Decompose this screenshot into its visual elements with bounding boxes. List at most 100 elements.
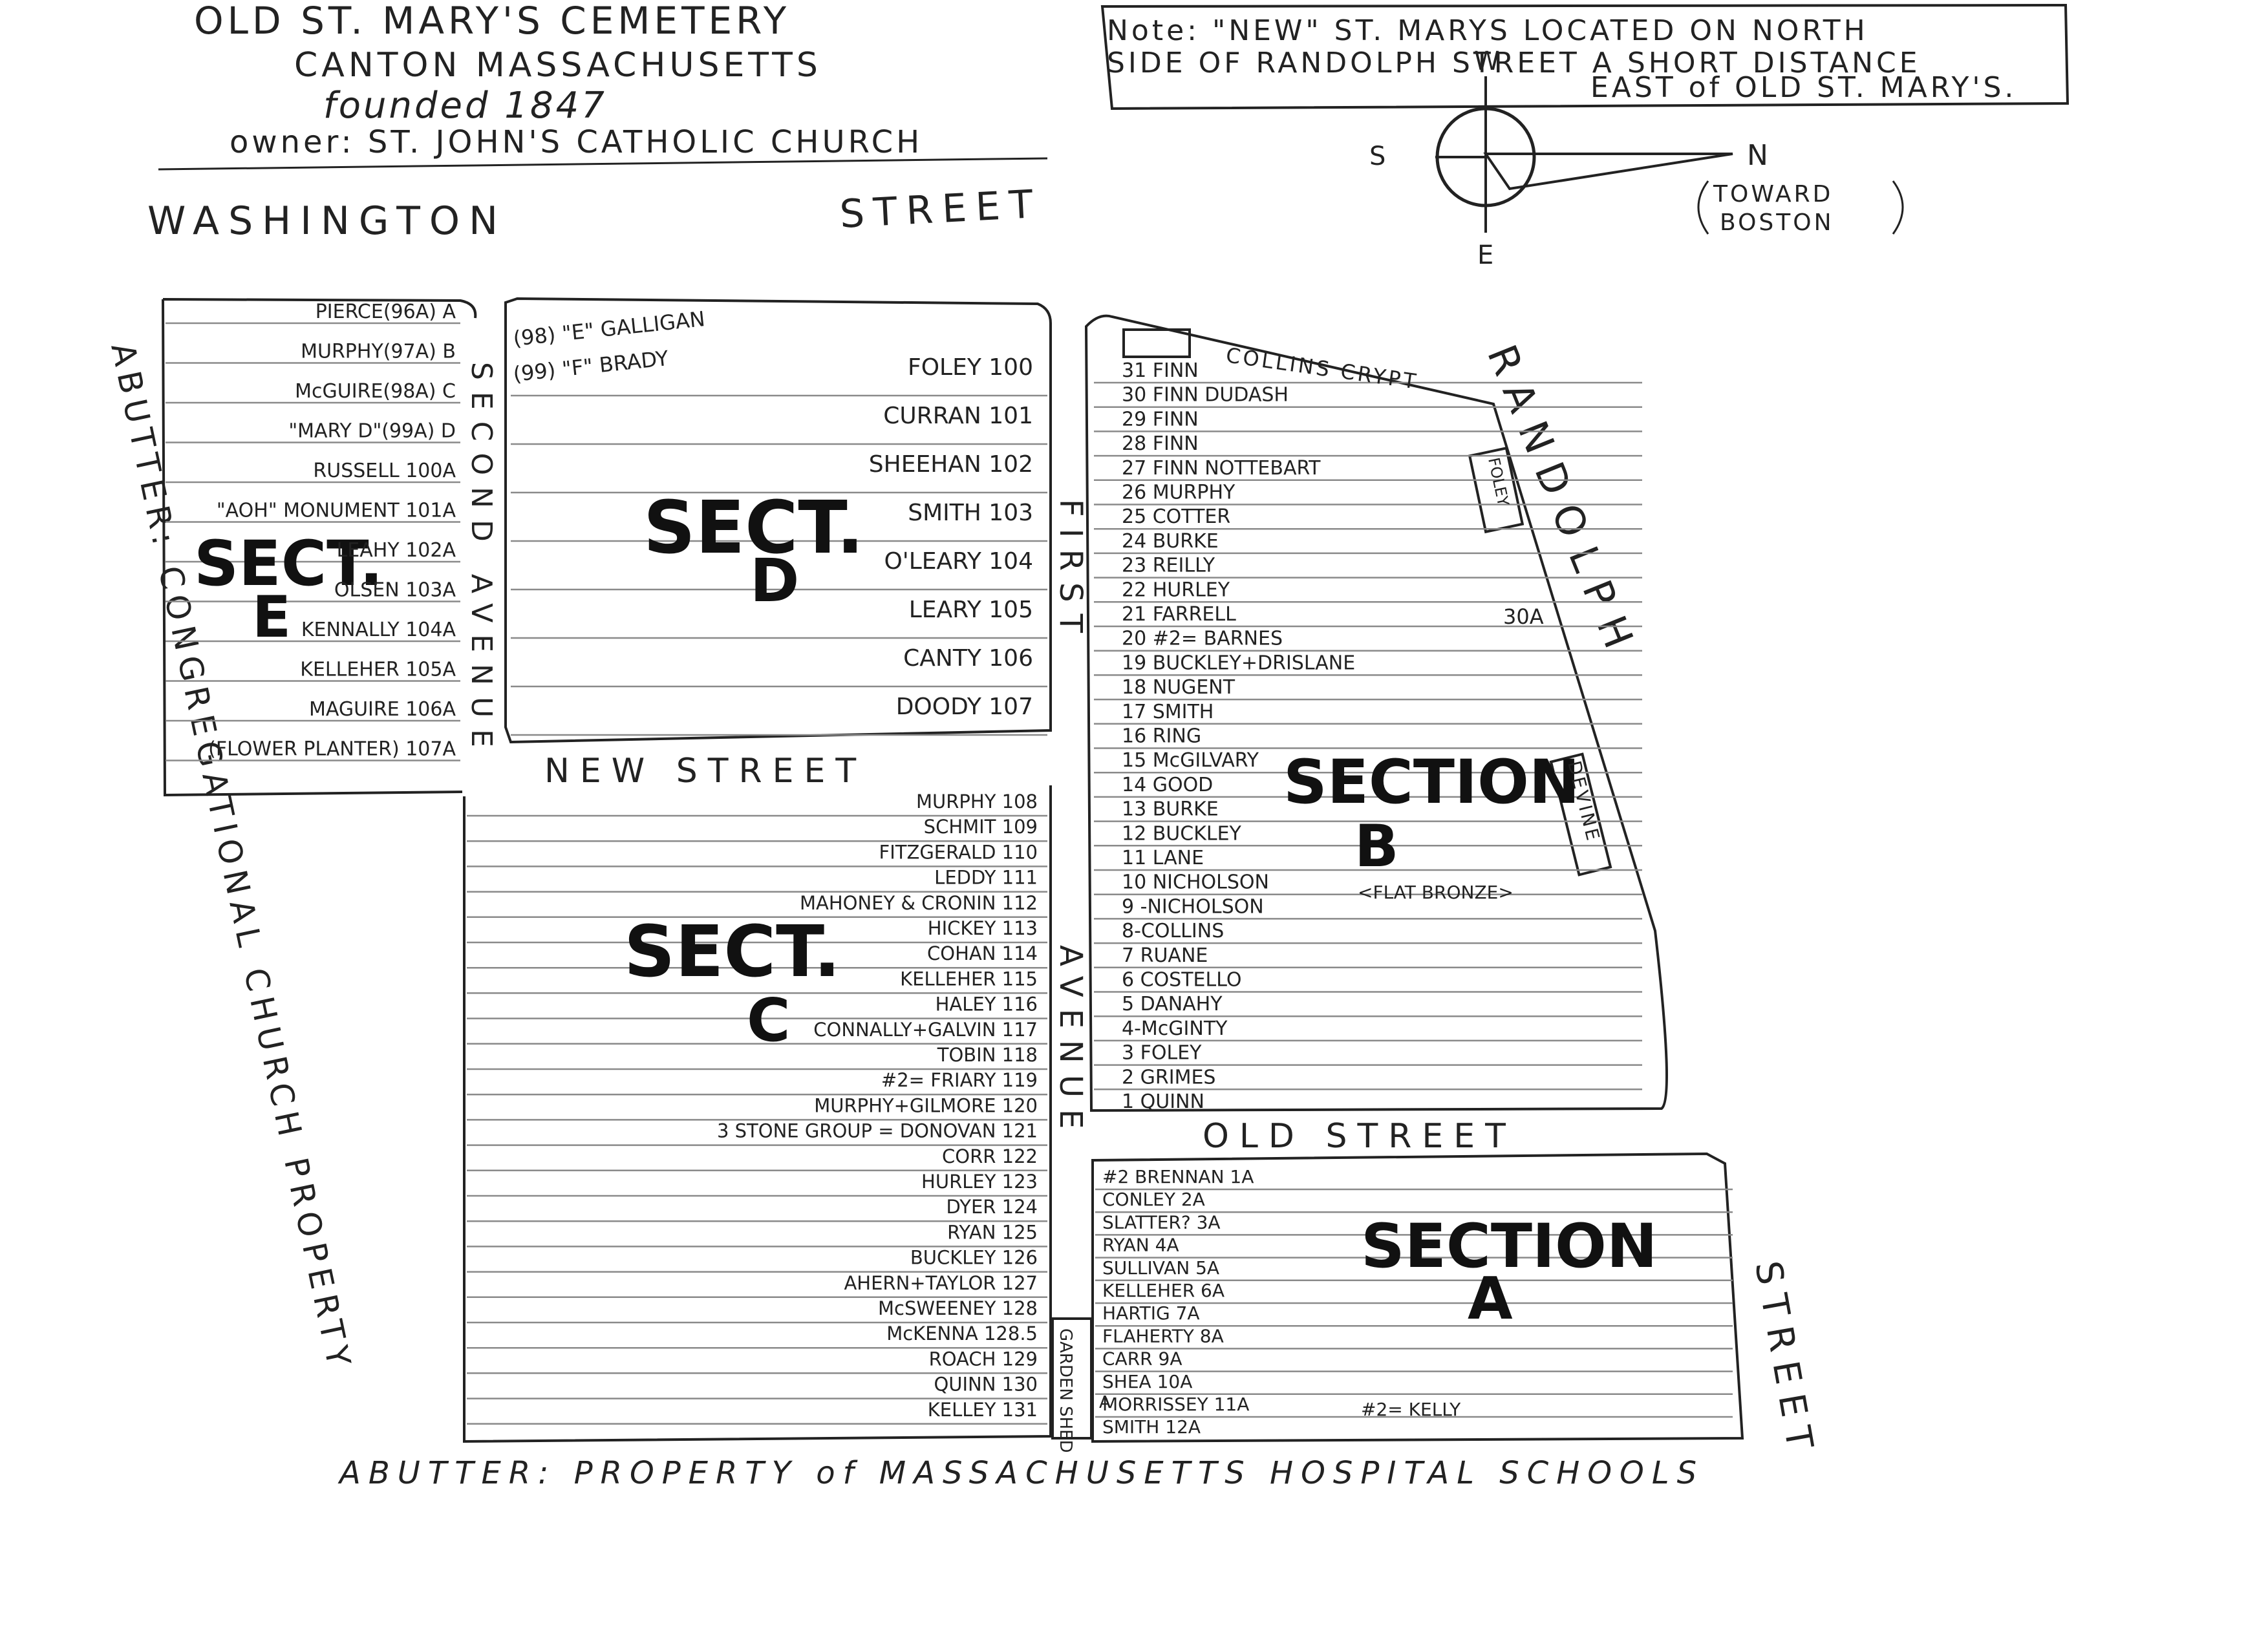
title-block: OLD ST. MARY'S CEMETERY CANTON MASSACHUS…: [158, 0, 1048, 171]
sect-b-plots-item: 31 FINN: [1122, 359, 1199, 382]
sect-d-plots-item: LEARY 105: [909, 597, 1033, 623]
sect-d-plots-item: CURRAN 101: [883, 403, 1033, 429]
sect-c-plots-item: QUINN 130: [934, 1374, 1038, 1396]
sect-e-plots-item: LEAHY 102A: [337, 539, 456, 562]
old-street-label: OLD STREET: [1203, 1117, 1516, 1156]
sect-d-plots-item: DOODY 107: [896, 694, 1033, 720]
section-c-letter: C: [747, 986, 791, 1055]
compass-n: N: [1747, 139, 1768, 172]
sect-b-plots-item: 17 SMITH: [1122, 701, 1214, 723]
sect-c-plots-item: KELLEY 131: [928, 1399, 1038, 1421]
sect-a-plots-item: SMITH 12A: [1102, 1416, 1201, 1438]
sect-b-plots-item: 4-McGINTY: [1122, 1017, 1228, 1040]
sect-b-plots-item: 22 HURLEY: [1122, 579, 1230, 601]
sect-e-plots-item: "AOH" MONUMENT 101A: [217, 500, 456, 522]
second-avenue-label: SECOND AVENUE: [465, 362, 498, 759]
section-b-outline: [1084, 314, 1668, 1112]
sect-b-plots-item: 16 RING: [1122, 725, 1201, 748]
sect-b-plots-item: 20 #2= BARNES: [1122, 628, 1283, 650]
sect-b-plots-item: 10 NICHOLSON: [1122, 871, 1269, 894]
abutter-church-label: ABUTTER: CONGREGATIONAL CHURCH PROPERTY: [103, 339, 359, 1376]
map-title: OLD ST. MARY'S CEMETERY: [194, 0, 790, 43]
section-c-title: SECT.: [624, 910, 840, 993]
sect-b-plots-item: 24 BURKE: [1122, 530, 1219, 553]
map-owner: owner: ST. JOHN'S CATHOLIC CHURCH: [230, 124, 923, 160]
sect-c-plots-item: #2= FRIARY 119: [881, 1069, 1038, 1091]
sect-b-plots-item: 6 COSTELLO: [1122, 969, 1241, 992]
sect-e-plots-item: MAGUIRE 106A: [309, 698, 456, 721]
sect-c-plots-item: CORR 122: [942, 1145, 1038, 1167]
note-box: Note: "NEW" ST. MARYS LOCATED ON NORTH S…: [1100, 3, 2070, 111]
street-label-right: STREET: [1746, 1258, 1823, 1462]
sect-b-plots-item: 13 BURKE: [1122, 798, 1219, 821]
sect-d-plots-item: CANTY 106: [903, 645, 1033, 672]
sect-a-plots-item: SULLIVAN 5A: [1102, 1257, 1219, 1279]
sect-e-plots-item: RUSSELL 100A: [313, 460, 456, 482]
map-founded: founded 1847: [323, 85, 607, 127]
sect-c-plots-item: BUCKLEY 126: [910, 1247, 1038, 1269]
sect-c-plots-item: RYAN 125: [947, 1221, 1038, 1243]
sect-a-plots-item: MORRISSEY 11A: [1102, 1394, 1249, 1415]
sect-c-plots-item: McKENNA 128.5: [886, 1323, 1038, 1344]
section-e-title: SECT.: [194, 527, 383, 600]
sect-a-plots-item: RYAN 4A: [1102, 1235, 1179, 1256]
sect-b-plots-item: 19 BUCKLEY+DRISLANE: [1122, 652, 1355, 674]
note-line-3: EAST of OLD ST. MARY'S.: [1590, 71, 2017, 104]
washington-street-suffix: STREET: [839, 182, 1043, 237]
section-d-letter: D: [750, 546, 799, 615]
sect-b-plots-item: 29 FINN: [1122, 408, 1199, 430]
new-street-label: NEW STREET: [544, 752, 866, 791]
section-e-letter: E: [252, 584, 291, 650]
sect-a-plots-item: SLATTER? 3A: [1102, 1211, 1221, 1233]
sect-b-plots-item: 15 McGILVARY: [1122, 749, 1259, 772]
sect-d-plots-item: (99) "F" BRADY: [512, 346, 670, 387]
sect-c-plots-item: ROACH 129: [929, 1348, 1038, 1370]
compass-toward: TOWARD: [1713, 181, 1833, 207]
sect-d-plots-item: O'LEARY 104: [884, 548, 1033, 575]
sect-c-plots-item: KELLEHER 115: [900, 968, 1038, 990]
compass-rose: W S N E TOWARD BOSTON: [1369, 47, 1904, 270]
section-e-outline: [162, 298, 477, 797]
a-mark-label: A: [1099, 1393, 1111, 1412]
sect-a-plots-item: #2 BRENNAN 1A: [1102, 1166, 1254, 1187]
sect-c-plots-item: MURPHY+GILMORE 120: [814, 1094, 1038, 1116]
sect-c-plots-item: MURPHY 108: [916, 791, 1038, 813]
foley-box: [1468, 446, 1524, 534]
sect-e-plots-item: PIERCE(96A) A: [316, 301, 456, 323]
sect-b-plots-item: 27 FINN NOTTEBART: [1122, 457, 1321, 480]
first-label: FIRST: [1053, 499, 1089, 644]
sect-c-plots-item: HURLEY 123: [921, 1171, 1038, 1193]
plot-30a-label: 30A: [1503, 604, 1544, 629]
section-labels: SECT. E SECT. D SECT. C SECTION B SECTIO…: [194, 486, 1658, 1333]
sect-c-plots-item: FITZGERALD 110: [879, 841, 1038, 863]
sect-b-plots-item: 23 REILLY: [1122, 555, 1215, 577]
sect-d-plots-item: FOLEY 100: [908, 354, 1033, 381]
sect-b-plots-item: 30 FINN DUDASH: [1122, 384, 1289, 407]
sect-c-plots-item: MAHONEY & CRONIN 112: [800, 892, 1038, 914]
compass-e: E: [1477, 240, 1493, 270]
sect-c-plots-item: McSWEENEY 128: [878, 1297, 1038, 1319]
sect-d-plots-item: (98) "E" GALLIGAN: [512, 306, 706, 351]
sect-b-plots-item: 25 COTTER: [1122, 505, 1230, 528]
sect-c-plots-item: TOBIN 118: [937, 1044, 1038, 1066]
sect-c-plots-item: SCHMIT 109: [924, 816, 1038, 838]
sect-c-plots-item: AHERN+TAYLOR 127: [844, 1272, 1038, 1294]
avenue-label: AVENUE: [1053, 945, 1089, 1140]
sect-b-plots-item: 5 DANAHY: [1122, 993, 1223, 1015]
sect-a-plots-item: CARR 9A: [1102, 1348, 1182, 1370]
section-d-title: SECT.: [643, 486, 864, 570]
sect-a-plots-item: KELLEHER 6A: [1102, 1280, 1225, 1301]
sect-b-plots-item: 14 GOOD: [1122, 774, 1213, 796]
sect-b-plots-item: 18 NUGENT: [1122, 676, 1236, 699]
sect-c-plots-item: 3 STONE GROUP = DONOVAN 121: [717, 1120, 1038, 1142]
washington-street-label: WASHINGTON: [147, 198, 507, 244]
foley-label: FOLEY: [1484, 456, 1512, 507]
garden-shed-box: [1051, 1317, 1093, 1440]
section-b-title: SECTION: [1283, 747, 1580, 818]
sect-b-plots-item: 12 BUCKLEY: [1122, 822, 1242, 845]
abutter-hospital-label: ABUTTER: PROPERTY of MASSACHUSETTS HOSPI…: [337, 1455, 1704, 1491]
